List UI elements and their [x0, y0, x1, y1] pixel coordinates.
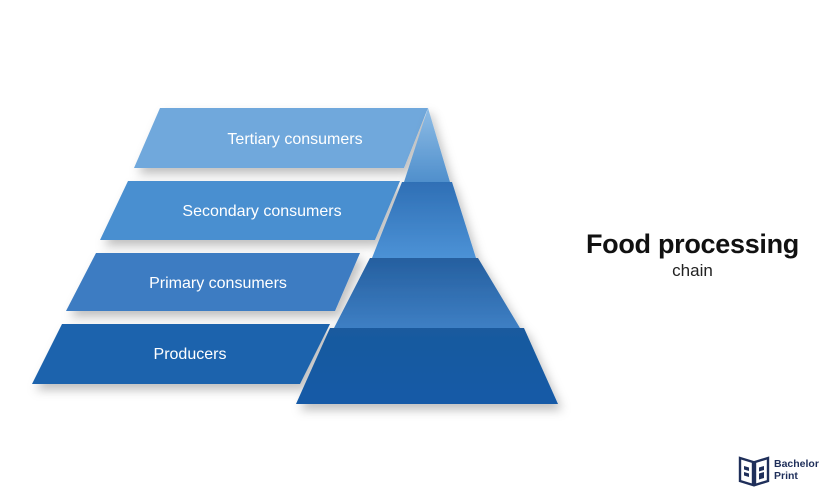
- tier-tertiary: Tertiary consumers: [134, 108, 428, 168]
- tier-secondary-label: Secondary consumers: [182, 203, 341, 220]
- tier-producers: Producers: [32, 324, 330, 384]
- tier-secondary-slab: [100, 181, 400, 240]
- pyramid-side-tier-1: [404, 108, 450, 182]
- diagram-subtitle: chain: [672, 261, 713, 280]
- pyramid-side-tier-2: [372, 182, 476, 258]
- brand-line-2: Print: [774, 470, 798, 482]
- pyramid-side-tier-3: [334, 258, 520, 328]
- tier-tertiary-slab: [134, 108, 428, 168]
- brand-logo: Bachelor Print: [738, 454, 822, 490]
- diagram-title: Food processing: [585, 229, 800, 259]
- tier-secondary: Secondary consumers: [100, 181, 400, 240]
- pyramid-side-tier-4: [296, 328, 558, 404]
- tier-primary: Primary consumers: [66, 253, 360, 311]
- tier-producers-label: Producers: [154, 346, 227, 363]
- title-block: Food processing chain: [560, 228, 825, 282]
- tier-tertiary-label: Tertiary consumers: [227, 131, 362, 148]
- brand-name: Bachelor Print: [774, 458, 819, 482]
- tier-primary-label: Primary consumers: [149, 275, 287, 292]
- brand-line-1: Bachelor: [774, 458, 819, 470]
- book-logo-icon: [738, 456, 770, 487]
- pyramid-side: [296, 108, 558, 404]
- tier-primary-slab: [66, 253, 360, 311]
- tier-producers-slab: [32, 324, 330, 384]
